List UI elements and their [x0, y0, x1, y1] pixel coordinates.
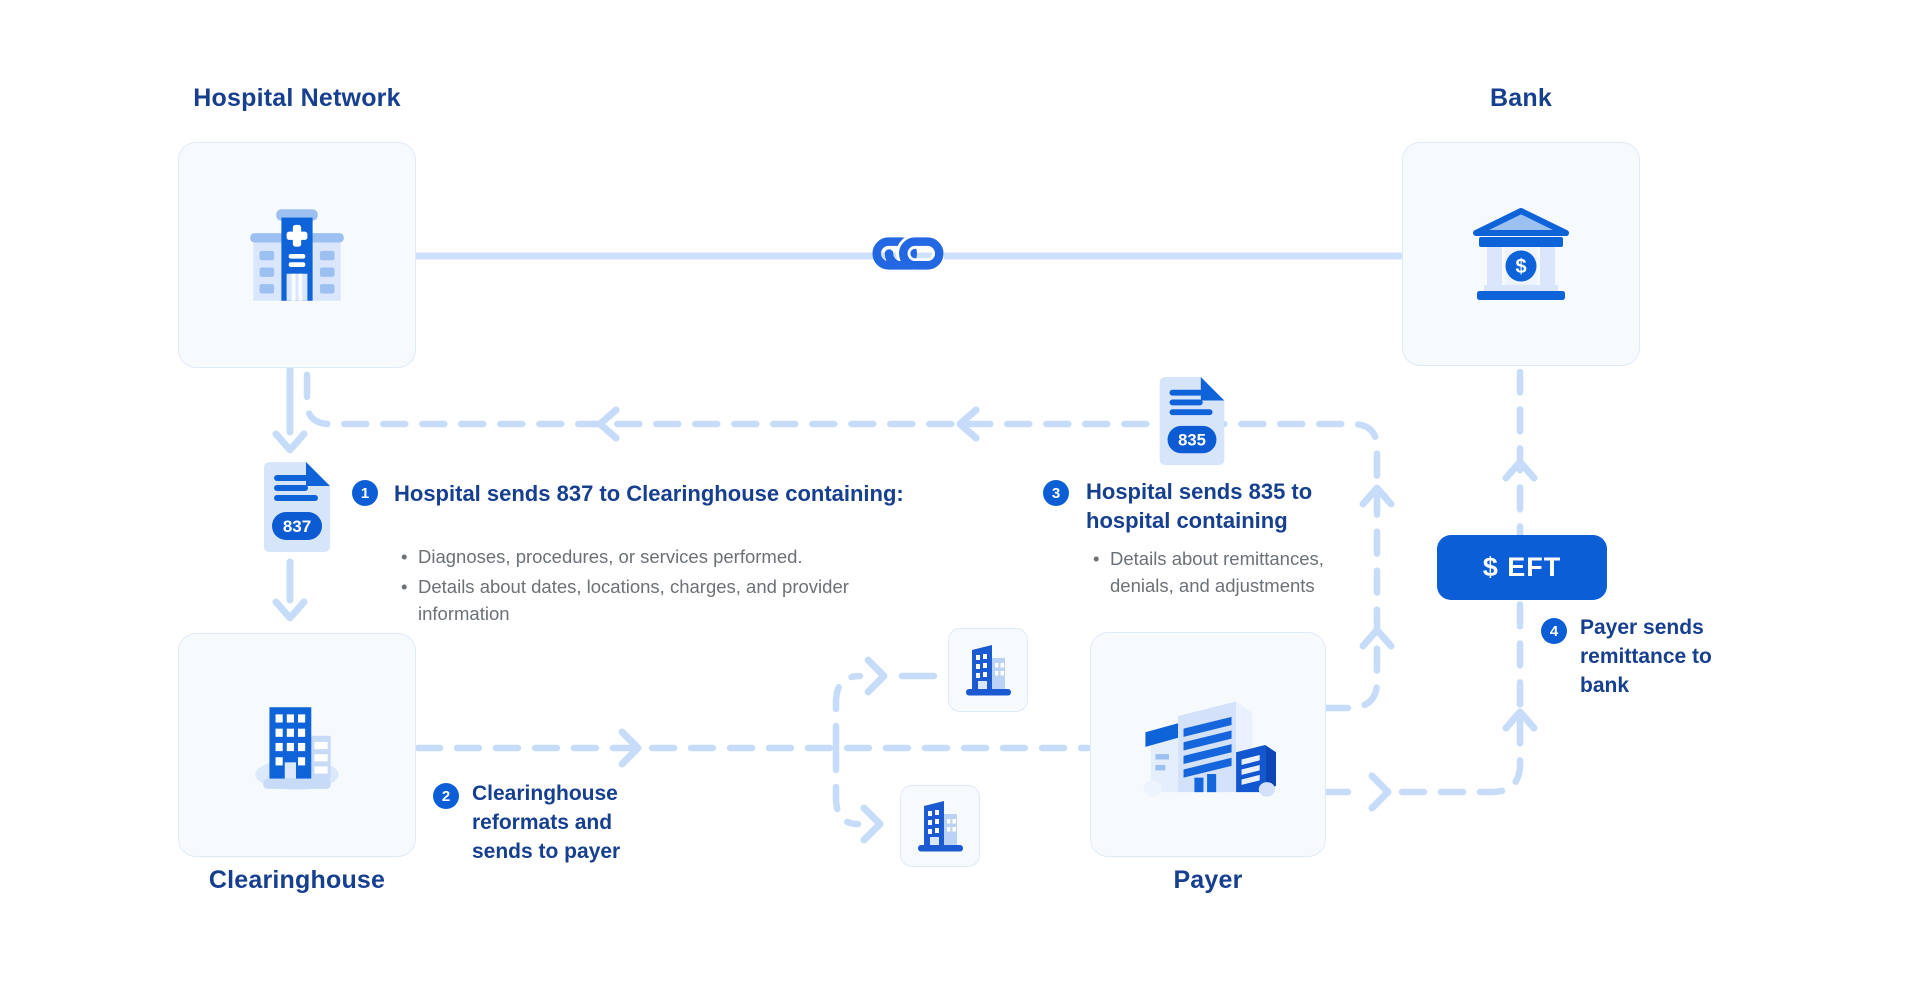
step-3-heading: Hospital sends 835 to hospital containin…: [1086, 479, 1313, 533]
branch-up-path: [832, 672, 864, 752]
up-arrowhead: [1359, 626, 1395, 650]
step-1-bullets: Diagnoses, procedures, or services perfo…: [398, 543, 873, 630]
down-arrowhead: [272, 598, 308, 622]
clearinghouse-node-box: [178, 633, 416, 857]
bank-node-box: $: [1402, 142, 1640, 366]
step-2-number-badge: 2: [433, 783, 459, 809]
left-arrowhead: [596, 406, 620, 442]
dollar-glyph: $: [1515, 256, 1526, 278]
right-arrowhead: [864, 656, 888, 696]
payer-icon: [1143, 700, 1276, 797]
branch-down-path: [832, 744, 862, 828]
hospital-network-title: Hospital Network: [193, 84, 401, 112]
step-4-heading: Payer sends remittance to bank: [1580, 616, 1712, 697]
hospital-icon: [250, 209, 344, 301]
document-837-label: 837: [283, 517, 311, 536]
intermediary-building-box-bottom: [900, 785, 980, 867]
bullet-item: Details about dates, locations, charges,…: [398, 573, 873, 627]
payer-to-bank-path-2: [1398, 368, 1524, 796]
up-arrowhead: [1359, 484, 1395, 508]
step-1-number-badge: 1: [352, 480, 378, 506]
payer-title: Payer: [1173, 866, 1243, 894]
clearinghouse-title: Clearinghouse: [208, 866, 386, 894]
document-835-icon: 835: [1159, 377, 1225, 470]
document-837-icon: 837: [264, 462, 330, 557]
hospital-node-box: [178, 142, 416, 368]
document-835-label: 835: [1178, 430, 1206, 449]
right-arrowhead: [1368, 772, 1392, 812]
building-icon: [918, 801, 963, 852]
step-3-number-badge: 3: [1043, 480, 1069, 506]
clearinghouse-icon: [255, 707, 339, 790]
building-icon: [966, 645, 1011, 696]
bank-title: Bank: [1490, 84, 1552, 112]
payer-node-box: [1090, 632, 1326, 857]
left-arrowhead: [956, 406, 980, 442]
link-icon: [872, 233, 947, 278]
up-arrowhead: [1502, 458, 1538, 482]
step-3-bullets: Details about remittances, denials, and …: [1090, 545, 1370, 602]
step-1-heading: Hospital sends 837 to Clearinghouse cont…: [394, 481, 904, 506]
bullet-item: Diagnoses, procedures, or services perfo…: [398, 543, 873, 570]
step-4-number-badge: 4: [1541, 618, 1567, 644]
payer-to-hospital-835-path: [303, 368, 1381, 712]
bank-icon: $: [1473, 208, 1569, 300]
up-arrowhead: [1502, 708, 1538, 732]
step-2-heading: Clearinghouse reformats and sends to pay…: [472, 782, 621, 863]
intermediary-building-box-top: [948, 628, 1028, 712]
eft-badge: $ EFT: [1437, 535, 1607, 600]
down-arrowhead: [272, 430, 308, 454]
right-arrowhead: [618, 728, 642, 768]
right-arrowhead: [860, 804, 884, 844]
bullet-item: Details about remittances, denials, and …: [1090, 545, 1370, 599]
